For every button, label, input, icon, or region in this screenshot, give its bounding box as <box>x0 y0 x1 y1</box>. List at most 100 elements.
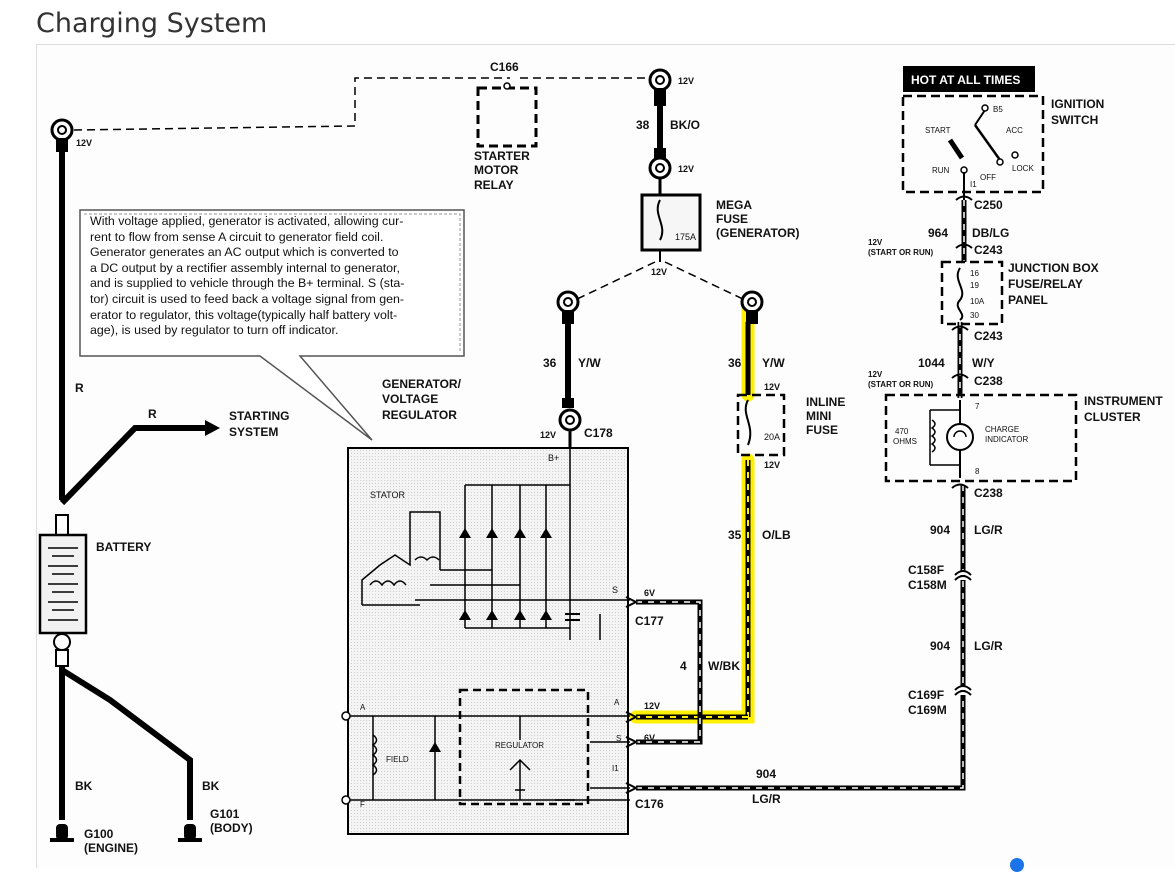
wire-labels: 12V 12V 38 BK/O 12V 12V 36 Y/W 36 Y/W 12… <box>75 76 1009 855</box>
dashed-sense-line <box>73 77 645 131</box>
v-s-top: 6V <box>644 588 655 598</box>
c178-label: C178 <box>584 426 613 440</box>
gen-field: FIELD <box>386 755 409 764</box>
v-inline-in: 12V <box>764 382 780 392</box>
wire-904 <box>636 485 966 791</box>
w4-num: 4 <box>680 659 687 673</box>
c243b-label: C243 <box>974 329 1003 343</box>
v-sr1b: (START OR RUN) <box>868 248 934 257</box>
battery-ring-terminal <box>50 118 74 152</box>
w964-col: DB/LG <box>972 226 1009 240</box>
w904b-num: 904 <box>930 639 950 653</box>
ic-indicator2: INDICATOR <box>985 435 1028 444</box>
jb-p19: 19 <box>970 281 979 290</box>
ic-pin8: 8 <box>975 467 980 476</box>
mega-fuse-line3: (GENERATOR) <box>716 226 800 240</box>
w36a-num: 36 <box>543 356 557 370</box>
w36a-col: Y/W <box>578 356 601 370</box>
w38-num: 38 <box>636 118 650 132</box>
ground-symbols <box>50 824 202 842</box>
inline-fuse-line1: INLINE <box>806 395 845 409</box>
mega-fuse-rating: 175A <box>675 232 696 242</box>
right-column-wires <box>957 200 967 398</box>
inline-fuse-line3: FUSE <box>806 423 838 437</box>
wire-bk1: BK <box>75 779 93 793</box>
ic-ohms-unit: OHMS <box>893 437 917 446</box>
gen-i1-pin: I1 <box>612 764 619 773</box>
inline-mini-fuse: 20A INLINE MINI FUSE <box>736 393 845 457</box>
gen-s-pin: S <box>616 734 621 743</box>
v-a: 12V <box>644 701 660 711</box>
gen-line3: REGULATOR <box>382 408 457 422</box>
v-sr2b: (START OR RUN) <box>868 380 934 389</box>
gen-regulator: REGULATOR <box>495 741 544 750</box>
v-sr2: 12V <box>868 370 883 379</box>
c166-label: C166 <box>490 60 519 74</box>
scroll-indicator[interactable] <box>1010 858 1024 872</box>
c250-connector <box>951 195 973 489</box>
w904a-num: 904 <box>930 523 950 537</box>
w904c-col: LG/R <box>752 792 781 806</box>
c158m-label: C158M <box>908 578 947 592</box>
c169f-label: C169F <box>908 688 944 702</box>
wire-4 <box>636 599 703 745</box>
c243a-label: C243 <box>974 243 1003 257</box>
inline-fuse-line2: MINI <box>806 409 831 423</box>
wire-904-connectors <box>954 570 972 696</box>
ign-start: START <box>925 126 951 135</box>
c169m-label: C169M <box>908 703 947 717</box>
ic-line2: CLUSTER <box>1084 410 1141 424</box>
mega-fuse-line1: MEGA <box>716 198 752 212</box>
w904b-col: LG/R <box>974 639 1003 653</box>
battery-label: BATTERY <box>96 540 151 554</box>
v-sr1: 12V <box>868 238 883 247</box>
wire-r2: R <box>148 407 157 421</box>
mega-fuse-line2: FUSE <box>716 212 748 226</box>
v-fuse-out: 12V <box>651 267 667 277</box>
ign-run: RUN <box>932 166 950 175</box>
ic-pin7: 7 <box>975 402 980 411</box>
w4-col: W/BK <box>708 659 740 673</box>
jb-p30: 30 <box>970 311 979 320</box>
starter-relay: STARTER MOTOR RELAY C166 <box>474 60 538 192</box>
starter-relay-line1: STARTER <box>474 149 530 163</box>
starting-line2: SYSTEM <box>229 425 278 439</box>
v-fuse-in: 12V <box>678 164 694 174</box>
gen-f: F <box>360 800 365 809</box>
w36b-col: Y/W <box>762 356 785 370</box>
v-c178: 12V <box>540 430 556 440</box>
jb-line3: PANEL <box>1008 293 1048 307</box>
gen-line1: GENERATOR/ <box>382 377 462 391</box>
gen-line2: VOLTAGE <box>382 392 438 406</box>
gen-a-pin: A <box>614 698 620 707</box>
ign-i1: I1 <box>970 180 977 189</box>
gen-stator: STATOR <box>370 490 406 500</box>
w35-num: 35 <box>728 528 742 542</box>
ign-line1: IGNITION <box>1051 97 1104 111</box>
wire-35 <box>636 460 751 720</box>
g101-body: (BODY) <box>210 821 253 835</box>
gen-a-left: A <box>360 703 366 712</box>
w964-num: 964 <box>928 226 948 240</box>
w38-col: BK/O <box>670 118 700 132</box>
gen-s: S <box>612 585 618 595</box>
wire-r1: R <box>75 381 84 395</box>
callout-bubble <box>79 209 465 441</box>
w35-col: O/LB <box>762 528 791 542</box>
gen-bplus: B+ <box>548 453 559 463</box>
starter-relay-line3: RELAY <box>474 178 514 192</box>
ign-line2: SWITCH <box>1051 113 1098 127</box>
c158f-label: C158F <box>908 563 944 577</box>
w904c-num: 904 <box>756 767 776 781</box>
page-title: Charging System <box>36 8 268 39</box>
starting-line1: STARTING <box>229 409 289 423</box>
ic-ohms-value: 470 <box>895 427 909 436</box>
g101-label: G101 <box>210 807 240 821</box>
w1044-num: 1044 <box>918 356 945 370</box>
v-top: 12V <box>678 76 694 86</box>
generator-ring-terminals <box>556 290 764 448</box>
c177-label: C177 <box>635 614 664 628</box>
starter-relay-line2: MOTOR <box>474 163 519 177</box>
callout-text: With voltage applied, generator is activ… <box>90 214 405 338</box>
ignition-switch: HOT AT ALL TIMES B5 START ACC RUN OFF LO… <box>901 66 1104 200</box>
